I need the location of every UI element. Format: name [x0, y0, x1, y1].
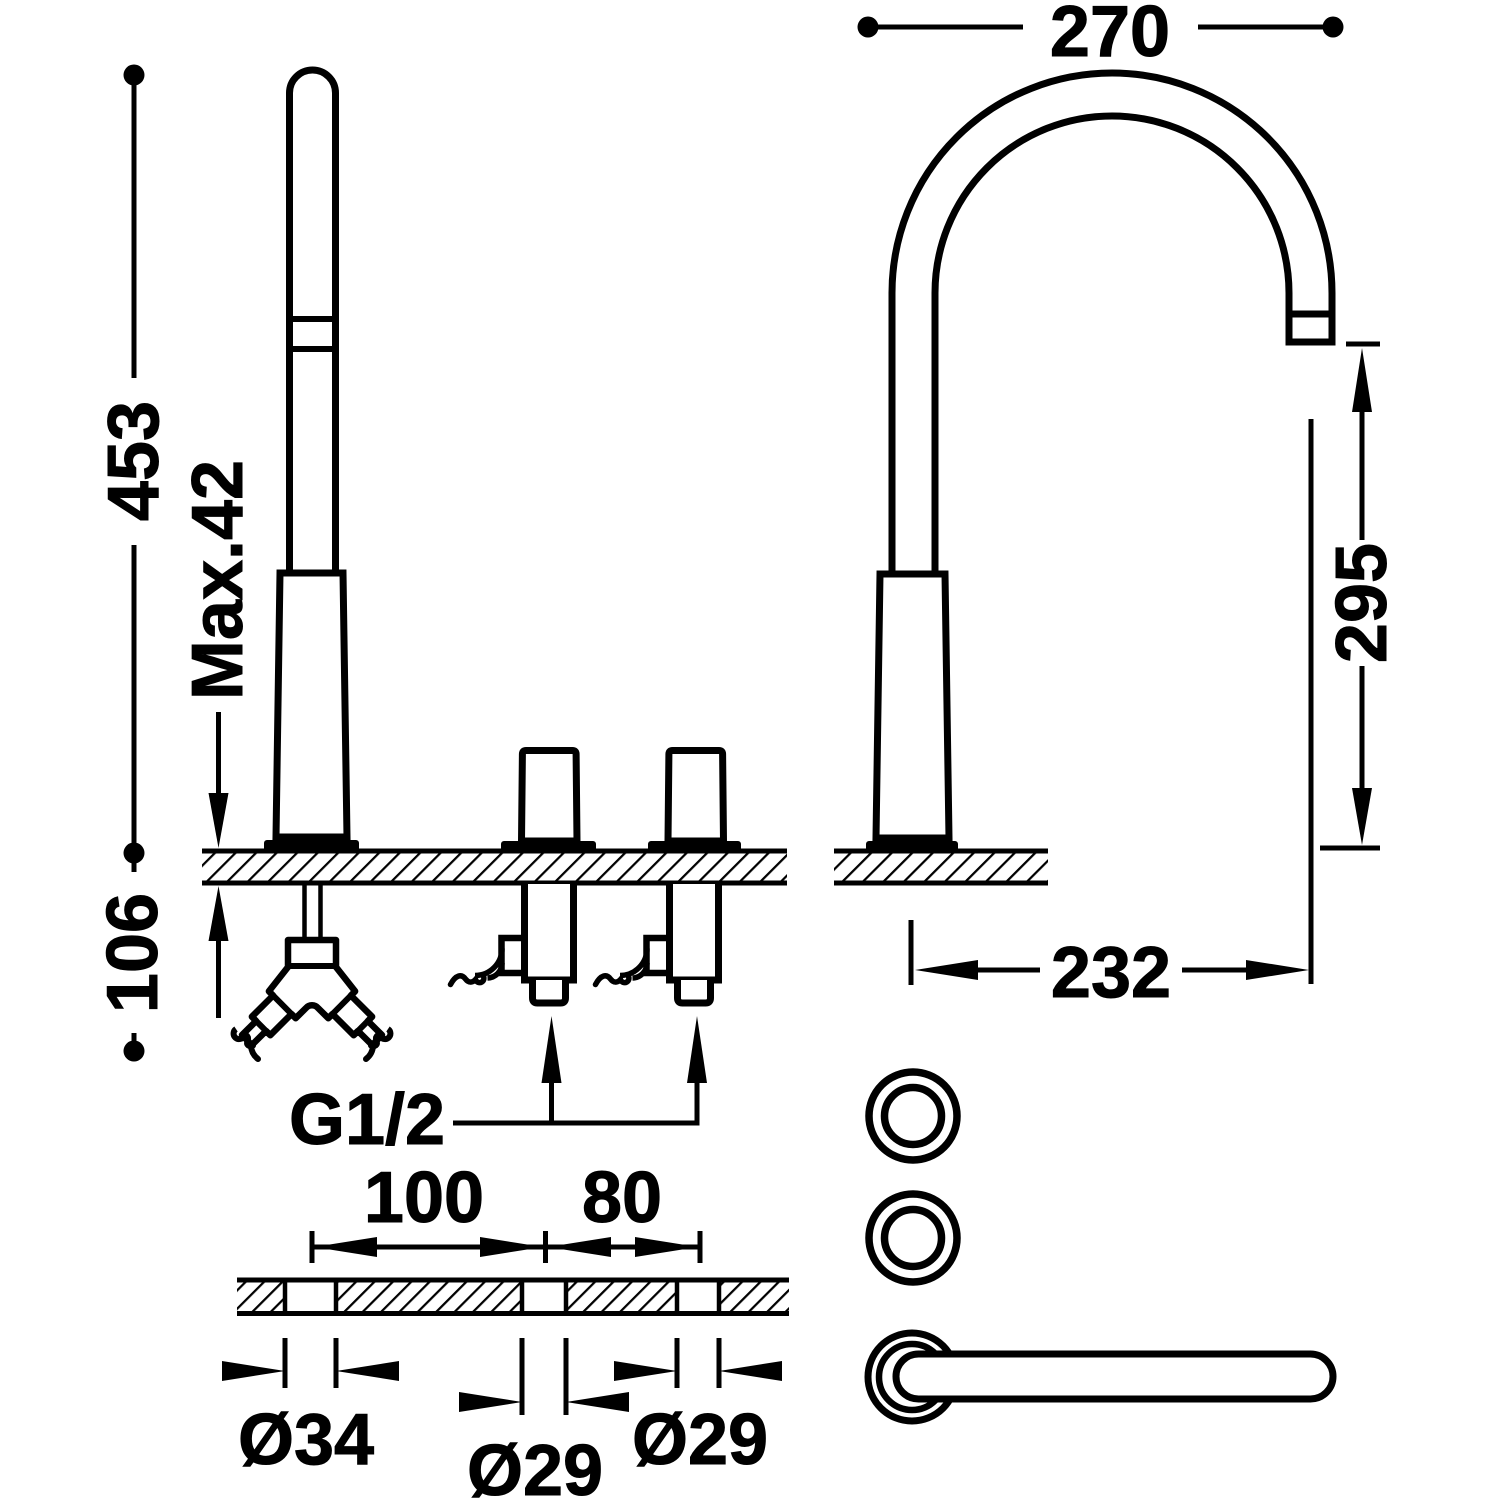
svg-text:Max.42: Max.42 — [178, 460, 258, 700]
svg-text:Ø29: Ø29 — [467, 1431, 603, 1500]
svg-text:295: 295 — [1322, 543, 1402, 663]
svg-text:80: 80 — [582, 1158, 662, 1238]
svg-text:232: 232 — [1051, 933, 1171, 1013]
svg-text:Ø29: Ø29 — [632, 1400, 768, 1480]
svg-text:100: 100 — [364, 1158, 484, 1238]
svg-text:G1/2: G1/2 — [289, 1080, 445, 1160]
svg-text:270: 270 — [1050, 0, 1170, 72]
svg-text:106: 106 — [93, 893, 173, 1013]
svg-text:453: 453 — [94, 401, 174, 521]
svg-text:Ø34: Ø34 — [238, 1400, 374, 1480]
